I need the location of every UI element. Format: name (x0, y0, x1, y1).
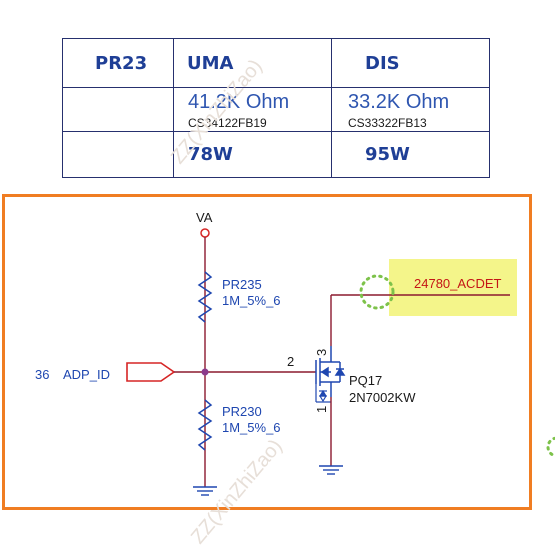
va-label: VA (196, 210, 213, 225)
dis-power: 95W (331, 131, 490, 178)
ground-symbol-left (193, 486, 217, 496)
adp-id-page-ref: 36 (35, 367, 49, 382)
gate-protection-diode (315, 384, 331, 403)
pr23-selection-table: PR23 UMA DIS 41.2K Ohm CS34122FB19 33.2K… (62, 38, 490, 178)
acdet-highlight (389, 259, 517, 316)
gate-pin-number: 2 (287, 354, 294, 369)
pr235-value: 1M_5%_6 (222, 293, 281, 308)
watermark-top: ZZ(XinZhiZao) (167, 55, 267, 168)
probe-marker (359, 274, 395, 310)
uma-part-number: CS34122FB19 (188, 116, 267, 130)
acdet-net-label: 24780_ACDET (414, 276, 501, 291)
pq17-ref: PQ17 (349, 373, 382, 388)
pr235-ref: PR235 (222, 277, 262, 292)
ground-symbol-right (319, 465, 343, 475)
empty-cell (62, 87, 174, 132)
adp-id-label: ADP_ID (63, 367, 110, 382)
dis-resistor-cell: 33.2K Ohm CS33322FB13 (331, 87, 490, 132)
dis-part-number: CS33322FB13 (348, 116, 427, 130)
va-power-symbol (200, 228, 210, 238)
adp-id-port (126, 362, 176, 382)
junction-dot (201, 368, 209, 376)
drain-pin-number: 3 (314, 349, 329, 356)
resistor-pr235 (197, 271, 213, 323)
schematic-frame (2, 194, 532, 510)
resistor-pr230 (197, 399, 213, 451)
mosfet-pq17 (315, 346, 346, 397)
source-pin-number: 1 (314, 406, 329, 413)
pr230-value: 1M_5%_6 (222, 420, 281, 435)
watermark-bottom: ZZ(XinZhiZao) (187, 435, 287, 548)
empty-cell (62, 131, 174, 178)
table-header-row: PR23 UMA DIS (62, 38, 490, 88)
table-row-power: 78W 95W (62, 131, 490, 178)
pr230-ref: PR230 (222, 404, 262, 419)
edge-marker (546, 436, 555, 458)
table-row-resistor: 41.2K Ohm CS34122FB19 33.2K Ohm CS33322F… (62, 87, 490, 132)
pq17-part: 2N7002KW (349, 390, 416, 405)
dis-resistance: 33.2K Ohm (348, 91, 450, 113)
uma-resistance: 41.2K Ohm (188, 91, 290, 113)
header-pr23: PR23 (62, 38, 174, 88)
uma-power: 78W (173, 131, 332, 178)
header-uma: UMA (173, 38, 332, 88)
